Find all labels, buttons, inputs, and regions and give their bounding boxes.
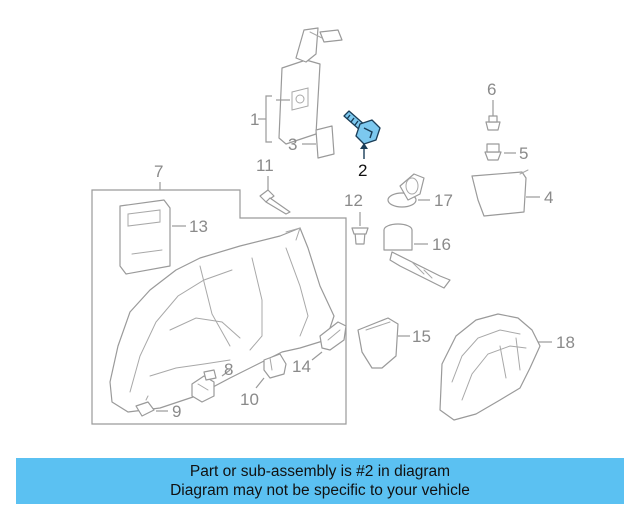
callout-label-11[interactable]: 11 [256,156,274,175]
part-18-liner[interactable] [439,313,541,421]
part-4-cover[interactable] [471,169,529,217]
callout-label-8[interactable]: 8 [224,360,233,379]
callout-label-4[interactable]: 4 [544,188,553,207]
callout-label-13[interactable]: 13 [189,217,208,236]
callout-label-10[interactable]: 10 [240,390,259,409]
banner-line-1: Part or sub-assembly is #2 in diagram [189,463,451,480]
callout-2-arrow [360,143,368,159]
part-12-pin[interactable] [351,227,369,245]
part-7-quarter-panel[interactable] [109,227,335,413]
banner-line-2: Diagram may not be specific to your vehi… [170,482,470,499]
callout-14-leader [311,351,323,361]
callout-label-12[interactable]: 12 [344,191,363,210]
callout-label-1[interactable]: 1 [250,110,259,129]
part-14-latch[interactable] [319,321,347,351]
part-2-bolt-highlighted[interactable] [343,110,381,145]
part-17-cap[interactable] [387,173,425,208]
callout-label-7[interactable]: 7 [154,162,163,181]
callout-label-3[interactable]: 3 [288,135,297,154]
callout-1-leader [258,95,290,143]
callout-label-17[interactable]: 17 [434,191,453,210]
part-6-clip[interactable] [485,115,501,131]
part-9-clip[interactable] [135,395,155,417]
callout-label-5[interactable]: 5 [519,144,528,163]
part-15-trim[interactable] [357,317,399,369]
part-16-housing[interactable] [383,223,451,289]
callout-label-9[interactable]: 9 [172,402,181,421]
part-11-screw[interactable] [259,189,291,215]
part-13-panel[interactable] [119,199,171,275]
callout-label-15[interactable]: 15 [412,327,431,346]
part-5-clip[interactable] [484,143,502,161]
part-8-grommet[interactable] [191,369,217,403]
callout-10-leader [255,377,265,389]
callout-8-leader [221,369,231,377]
info-banner: Part or sub-assembly is #2 in diagram Di… [16,458,624,504]
part-3-pad[interactable] [315,125,335,159]
callout-label-6[interactable]: 6 [487,80,496,99]
part-7-group-box [91,189,347,425]
callout-label-14[interactable]: 14 [292,357,311,376]
callout-label-16[interactable]: 16 [432,235,451,254]
callout-label-18[interactable]: 18 [556,333,575,352]
callout-label-2[interactable]: 2 [358,161,367,180]
part-10-bracket[interactable] [263,353,287,379]
